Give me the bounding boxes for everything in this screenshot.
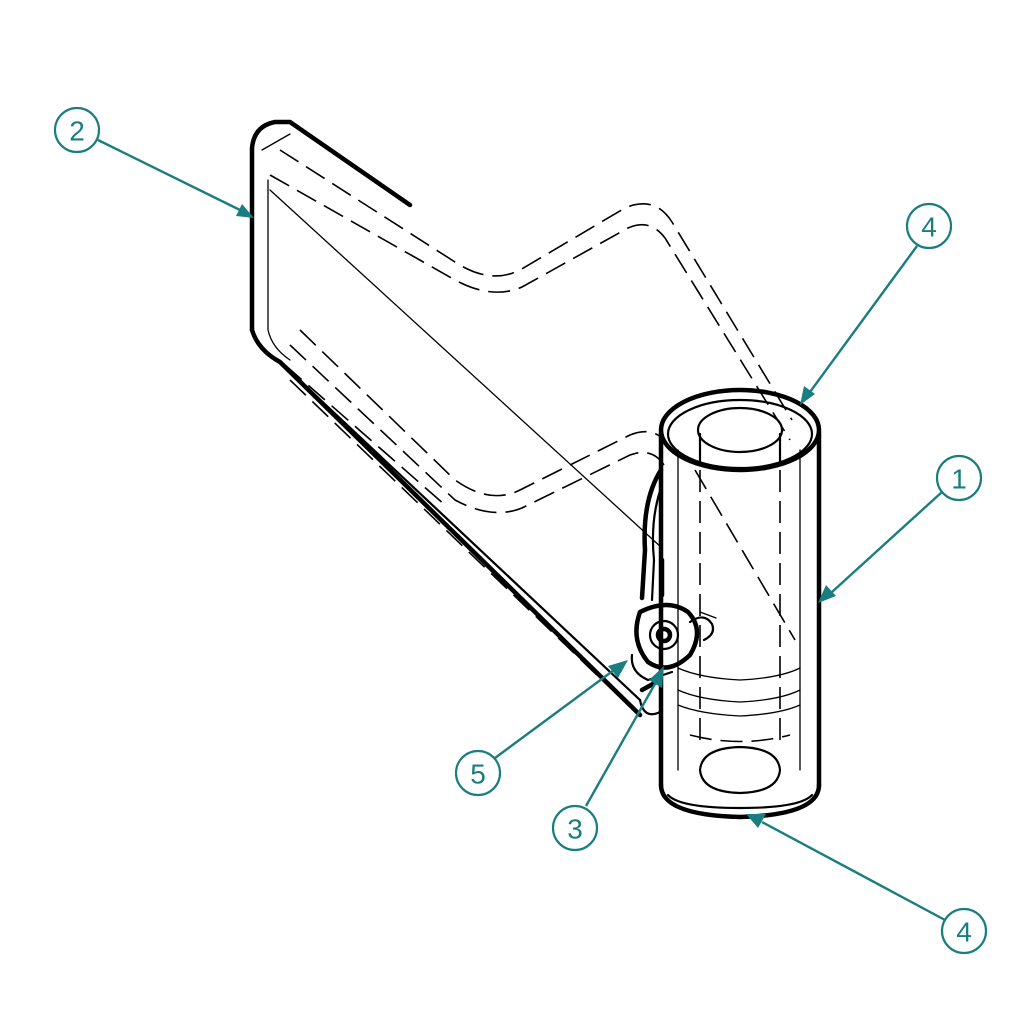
balloon-1: 1 [935,454,983,502]
balloon-4-top: 4 [905,202,953,250]
balloon-3-label: 3 [567,814,583,845]
arrowhead-4-top [800,386,815,405]
arrowhead-4-bottom [746,814,766,828]
balloon-5-label: 5 [470,759,486,790]
balloon-2-label: 2 [69,116,85,147]
arrowhead-1 [818,585,836,603]
balloon-4-bottom-label: 4 [956,917,972,948]
leader-3 [584,681,658,807]
leader-4-bottom [761,820,946,922]
leader-lines [97,138,946,922]
arrowhead-2 [236,204,254,218]
balloon-4-top-label: 4 [921,212,937,243]
leader-5 [494,669,615,759]
leader-2 [97,138,241,212]
tube-body [658,387,822,820]
balloon-1-label: 1 [951,464,967,495]
arrowhead-5 [608,660,628,678]
balloon-5: 5 [454,749,502,797]
arrowhead-3 [649,666,664,688]
leader-4-top [809,245,918,393]
balloon-3: 3 [551,804,599,852]
balloon-2: 2 [53,106,101,154]
leader-1 [831,491,943,593]
clip-fitting [630,467,717,716]
balloon-4-bottom: 4 [940,907,988,955]
bracket-plate [249,119,796,718]
